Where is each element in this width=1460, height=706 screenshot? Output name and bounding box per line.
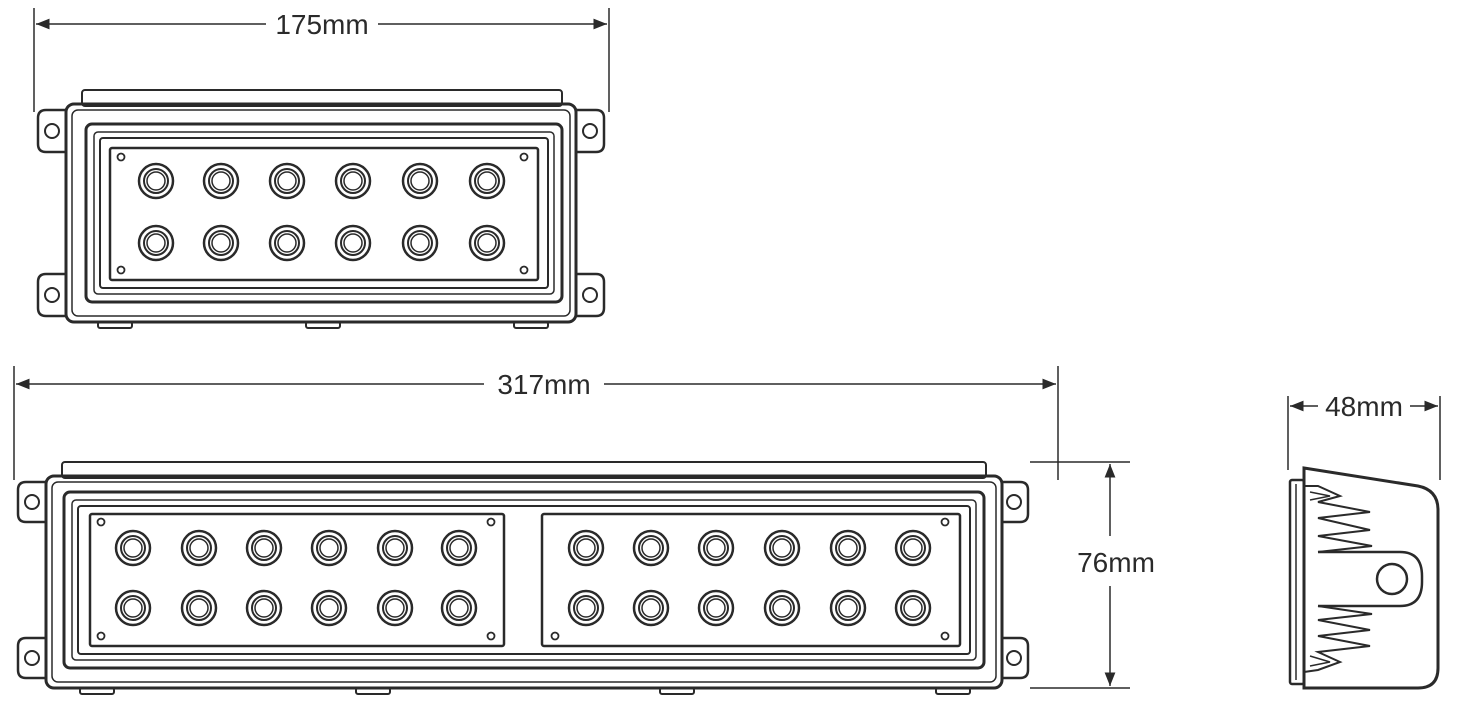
led-lens (632, 589, 670, 627)
led-lens (829, 589, 867, 627)
mount-ear-top-left (36, 108, 66, 154)
led-lens (401, 224, 439, 262)
dimension-76mm: 76mm (1030, 461, 1155, 689)
led-lens (468, 224, 506, 262)
led-lens (245, 589, 283, 627)
led-lens (829, 529, 867, 567)
dimension-label-small-width: 175mm (275, 9, 368, 40)
led-lens (376, 529, 414, 567)
dimension-label-depth: 48mm (1325, 391, 1403, 422)
led-lens (334, 224, 372, 262)
led-lens (180, 589, 218, 627)
led-lens (310, 529, 348, 567)
small-light-front-view (36, 89, 606, 329)
led-lens (268, 224, 306, 262)
dimension-label-height: 76mm (1077, 547, 1155, 578)
led-lens (401, 162, 439, 200)
led-lens (376, 589, 414, 627)
side-view (1288, 466, 1440, 690)
led-lens (202, 224, 240, 262)
led-lens (894, 529, 932, 567)
mount-ear-bottom-right (576, 272, 606, 318)
led-lens (567, 589, 605, 627)
dimension-label-large-width: 317mm (497, 369, 590, 400)
led-lens (567, 529, 605, 567)
led-lens (763, 529, 801, 567)
led-lens (334, 162, 372, 200)
dimension-48mm: 48mm (1287, 391, 1441, 480)
large-light-front-view (16, 461, 1030, 695)
led-lens (697, 589, 735, 627)
led-lens (468, 162, 506, 200)
led-lens (268, 162, 306, 200)
led-lens (114, 529, 152, 567)
mount-ear-bottom-left (36, 272, 66, 318)
led-lens (632, 529, 670, 567)
dimension-175mm: 175mm (33, 8, 610, 112)
mount-ear-top-right (576, 108, 606, 154)
led-array-large (114, 529, 932, 627)
led-lens (245, 529, 283, 567)
led-lens (697, 529, 735, 567)
led-lens (440, 529, 478, 567)
led-lens (310, 589, 348, 627)
led-lens (180, 529, 218, 567)
led-lens (440, 589, 478, 627)
led-lens (202, 162, 240, 200)
led-lens (114, 589, 152, 627)
led-array-small (137, 162, 506, 262)
dimension-317mm: 317mm (13, 366, 1059, 480)
led-lens (763, 589, 801, 627)
led-lens (894, 589, 932, 627)
led-lens (137, 162, 175, 200)
led-lens (137, 224, 175, 262)
